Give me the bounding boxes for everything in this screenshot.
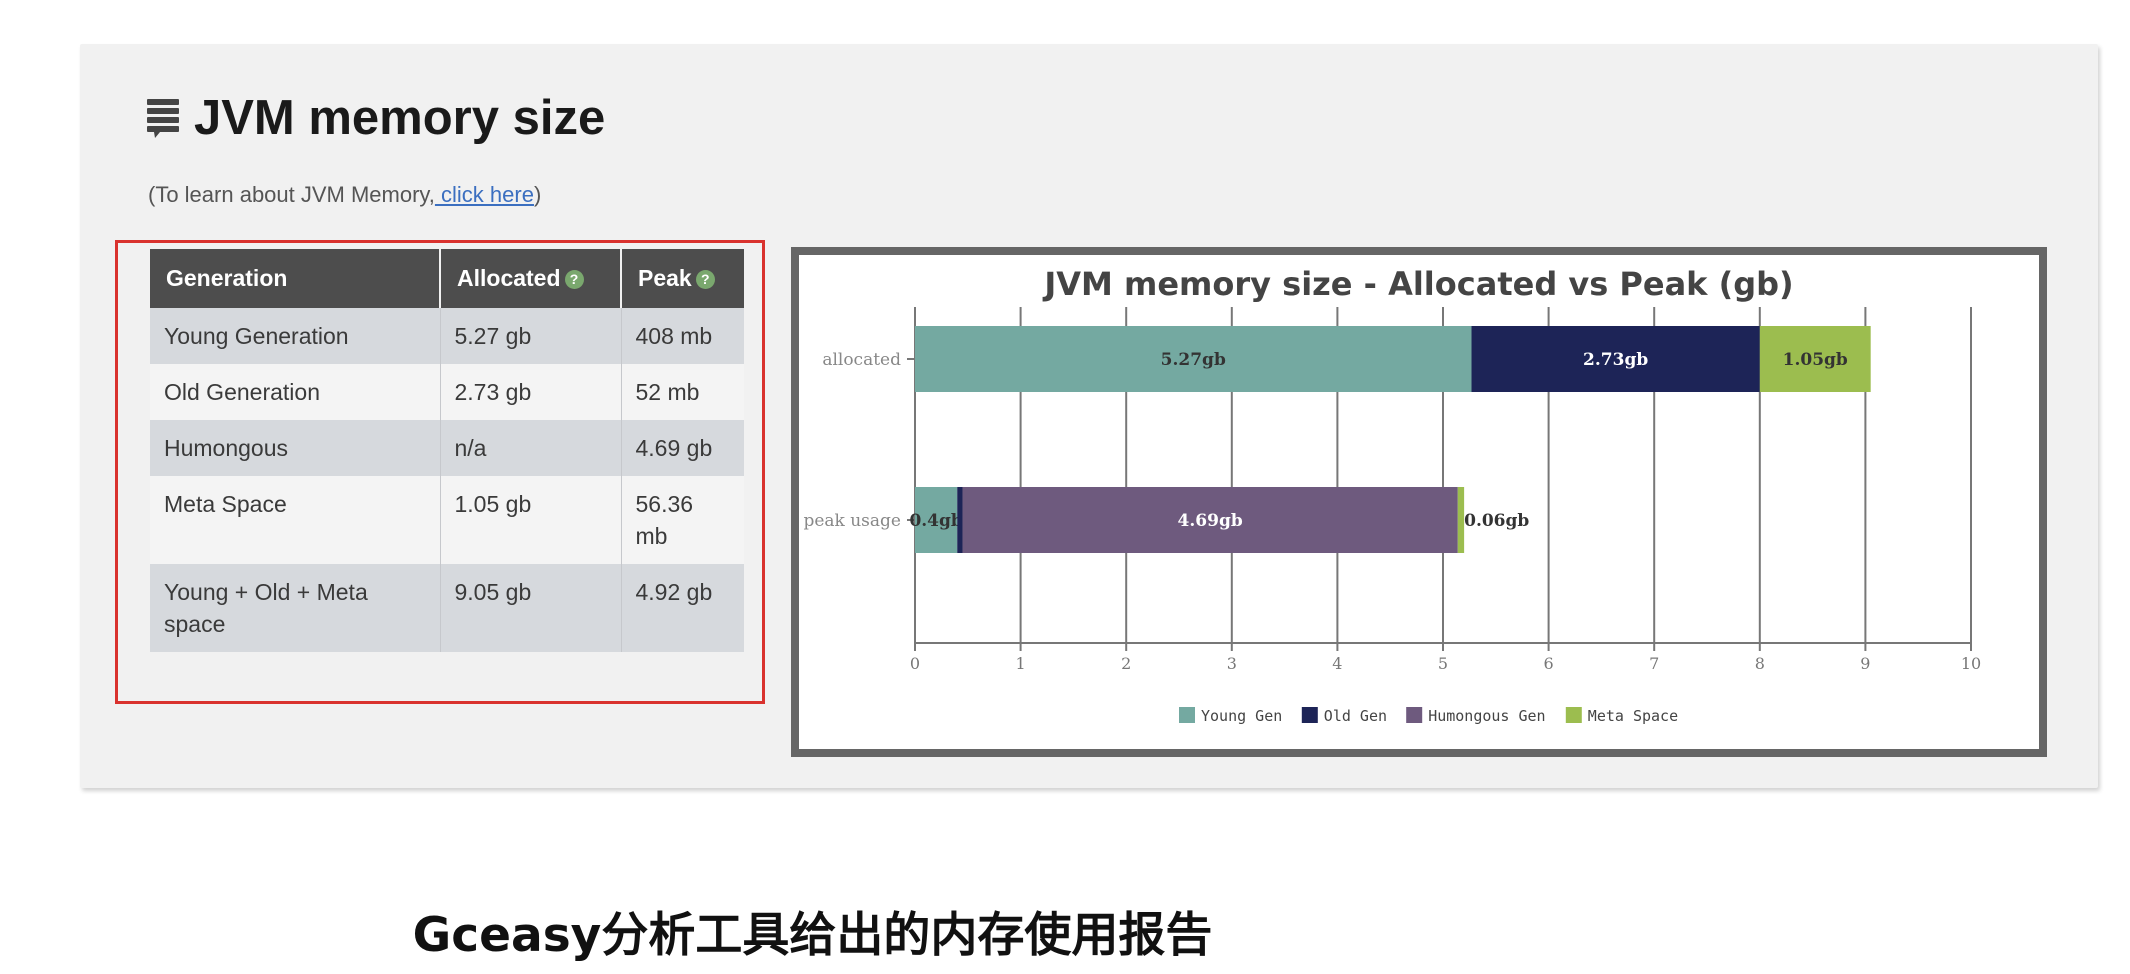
legend-swatch: [1301, 707, 1318, 723]
x-tick-label: 6: [1544, 654, 1554, 673]
jvm-memory-panel: JVM memory size (To learn about JVM Memo…: [80, 44, 2098, 788]
bar-data-label: 4.69gb: [1178, 511, 1243, 531]
document-stack-icon: [147, 99, 179, 138]
cell-allocated: 9.05 gb: [440, 564, 622, 652]
subtitle-suffix: ): [533, 182, 542, 207]
legend-label: Meta Space: [1588, 707, 1678, 725]
header-generation-label: Generation: [166, 265, 288, 291]
subtitle: (To learn about JVM Memory, click here): [148, 182, 541, 208]
table-row: Young Generation 5.27 gb 408 mb: [150, 308, 744, 364]
legend-label: Old Gen: [1324, 707, 1387, 725]
header-peak-label: Peak: [638, 265, 692, 291]
x-tick-label: 2: [1121, 654, 1131, 673]
cell-allocated: 5.27 gb: [440, 308, 622, 364]
figure-caption: Gceasy分析工具给出的内存使用报告: [412, 908, 1213, 963]
header-allocated-label: Allocated: [457, 265, 561, 291]
cell-peak: 56.36 mb: [621, 476, 744, 564]
x-tick-label: 0: [910, 654, 920, 673]
bar-old-gen: [957, 487, 963, 553]
legend-swatch: [1179, 707, 1195, 723]
cell-allocated: 2.73 gb: [440, 364, 622, 420]
bar-humongous-gen: [962, 487, 1458, 553]
table-header-row: Generation Allocated? Peak?: [150, 249, 744, 308]
x-tick-label: 10: [1961, 654, 1981, 673]
x-tick-label: 3: [1227, 654, 1237, 673]
table-row: Humongous n/a 4.69 gb: [150, 420, 744, 476]
chart-title: JVM memory size - Allocated vs Peak (gb): [1042, 265, 1793, 303]
bar-data-label: 1.05gb: [1783, 350, 1848, 370]
table-highlight-box: Generation Allocated? Peak? Young Genera…: [115, 240, 765, 704]
memory-chart-frame: JVM memory size - Allocated vs Peak (gb)…: [791, 247, 2047, 757]
question-icon[interactable]: ?: [564, 270, 584, 290]
cell-peak: 52 mb: [621, 364, 744, 420]
x-tick-label: 7: [1649, 654, 1659, 673]
bar-young-gen: [915, 487, 958, 553]
category-label: peak usage: [803, 511, 901, 531]
memory-table: Generation Allocated? Peak? Young Genera…: [150, 249, 744, 652]
bar-data-label: 5.27gb: [1161, 350, 1226, 370]
legend-label: Young Gen: [1201, 707, 1282, 725]
cell-generation: Young Generation: [150, 308, 441, 364]
click-here-link[interactable]: click here: [434, 182, 534, 207]
cell-generation: Humongous: [150, 420, 441, 476]
cell-generation: Meta Space: [150, 476, 441, 564]
bar-meta-space: [1457, 487, 1465, 553]
legend-label: Humongous Gen: [1428, 707, 1545, 725]
cell-generation: Young + Old + Meta space: [150, 564, 441, 652]
header-peak: Peak?: [621, 249, 744, 308]
header-allocated: Allocated?: [440, 249, 622, 308]
bar-data-label: 0.4gb: [909, 511, 962, 531]
cell-generation: Old Generation: [150, 364, 441, 420]
cell-peak: 4.69 gb: [621, 420, 744, 476]
table-row: Young + Old + Meta space 9.05 gb 4.92 gb: [150, 564, 744, 652]
table-row: Old Generation 2.73 gb 52 mb: [150, 364, 744, 420]
bar-meta-space: [1759, 326, 1871, 392]
bar-young-gen: [915, 326, 1472, 392]
x-tick-label: 4: [1332, 654, 1342, 673]
legend-swatch: [1406, 707, 1423, 723]
category-label: allocated: [822, 350, 901, 370]
x-tick-label: 9: [1860, 654, 1870, 673]
x-tick-label: 8: [1755, 654, 1765, 673]
memory-chart: JVM memory size - Allocated vs Peak (gb)…: [803, 265, 1981, 725]
section-header: JVM memory size: [146, 90, 605, 146]
cell-allocated: 1.05 gb: [440, 476, 622, 564]
cell-peak: 4.92 gb: [621, 564, 744, 652]
section-title: JVM memory size: [194, 91, 606, 145]
cell-allocated: n/a: [440, 420, 622, 476]
table-row: Meta Space 1.05 gb 56.36 mb: [150, 476, 744, 564]
cell-peak: 408 mb: [621, 308, 744, 364]
bar-old-gen: [1471, 326, 1760, 392]
x-tick-label: 1: [1016, 654, 1026, 673]
legend-swatch: [1565, 707, 1582, 723]
header-generation: Generation: [150, 249, 441, 308]
bar-data-label: 2.73gb: [1583, 350, 1648, 370]
x-tick-label: 5: [1438, 654, 1448, 673]
question-icon[interactable]: ?: [695, 270, 715, 290]
bar-data-label: 0.06gb: [1464, 511, 1529, 531]
subtitle-prefix: (To learn about JVM Memory,: [148, 182, 435, 207]
